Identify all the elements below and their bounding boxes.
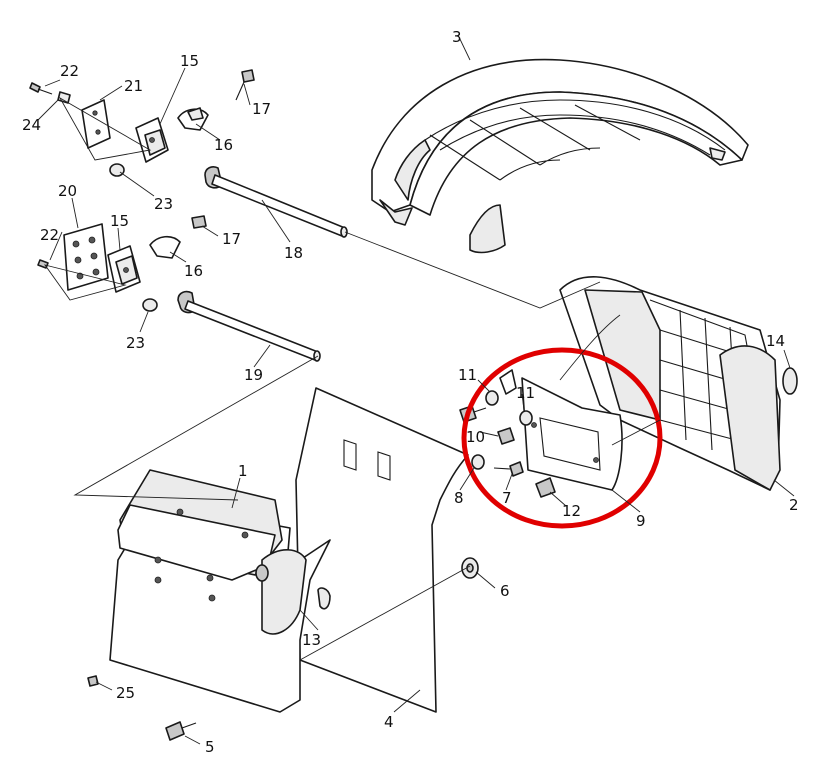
callout-2: 2 [789, 496, 799, 514]
assembly-lines [37, 34, 795, 745]
part-16-clip-lower [149, 235, 181, 259]
callout-17-upper: 17 [252, 100, 271, 118]
part-10-bolt [497, 427, 515, 445]
part-1-mounting-frame [109, 469, 331, 713]
callout-20: 20 [58, 182, 77, 200]
callout-15-upper: 15 [180, 52, 199, 70]
callout-21: 21 [124, 77, 143, 95]
callout-10: 10 [466, 428, 485, 446]
callout-12: 12 [562, 502, 581, 520]
part-25-screw [87, 675, 99, 687]
part-3-rear-fender [371, 58, 749, 254]
part-20-mounting-plate [63, 223, 109, 291]
callout-16-lower: 16 [184, 262, 203, 280]
part-23-nut-upper [109, 163, 125, 177]
part-22-bolt-upper [29, 82, 53, 95]
part-21-mounting-plate [81, 99, 111, 149]
callout-24: 24 [22, 116, 41, 134]
part-5-bolt [165, 721, 197, 741]
callout-3: 3 [452, 28, 462, 46]
callout-5: 5 [205, 738, 215, 756]
part-15-hinge-bracket-lower [107, 245, 141, 293]
part-17-bolt-lower [191, 215, 207, 229]
part-7-screw [493, 461, 524, 477]
callout-16-upper: 16 [214, 136, 233, 154]
callout-15-lower: 15 [110, 212, 129, 230]
part-2-rear-panel [559, 276, 781, 491]
part-8-washer [471, 454, 485, 470]
callout-11-lower: 11 [516, 384, 535, 402]
part-9-side-bracket [521, 377, 623, 491]
part-19-rod [177, 290, 321, 362]
part-17-bolt-upper [235, 69, 255, 101]
callout-6: 6 [500, 582, 510, 600]
part-14-cap [782, 367, 798, 395]
callout-19: 19 [244, 366, 263, 384]
part-11-washer-lower [519, 410, 533, 426]
callout-11-upper: 11 [458, 366, 477, 384]
callout-7: 7 [502, 489, 512, 507]
part-16-clip-upper [177, 107, 209, 131]
part-23-nut-lower [142, 298, 158, 312]
callout-22-upper: 22 [60, 62, 79, 80]
part-small-latch [499, 369, 517, 395]
callout-labels: 1 2 3 4 5 6 7 8 9 10 11 11 12 13 14 15 1… [22, 28, 799, 756]
part-15-hinge-bracket-upper [135, 117, 169, 163]
callout-4: 4 [384, 713, 394, 731]
callout-18: 18 [284, 244, 303, 262]
callout-17-lower: 17 [222, 230, 241, 248]
callout-8: 8 [454, 489, 464, 507]
callout-9: 9 [636, 512, 646, 530]
callout-13: 13 [302, 631, 321, 649]
callout-1: 1 [238, 462, 248, 480]
callout-23-upper: 23 [154, 195, 173, 213]
callout-22-lower: 22 [40, 226, 59, 244]
callout-23-lower: 23 [126, 334, 145, 352]
callout-25: 25 [116, 684, 135, 702]
part-11-washer-upper [485, 390, 499, 406]
highlight-ring [461, 347, 663, 529]
part-6-grommet [461, 557, 479, 579]
part-18-rod [204, 166, 348, 238]
callout-14: 14 [766, 332, 785, 350]
